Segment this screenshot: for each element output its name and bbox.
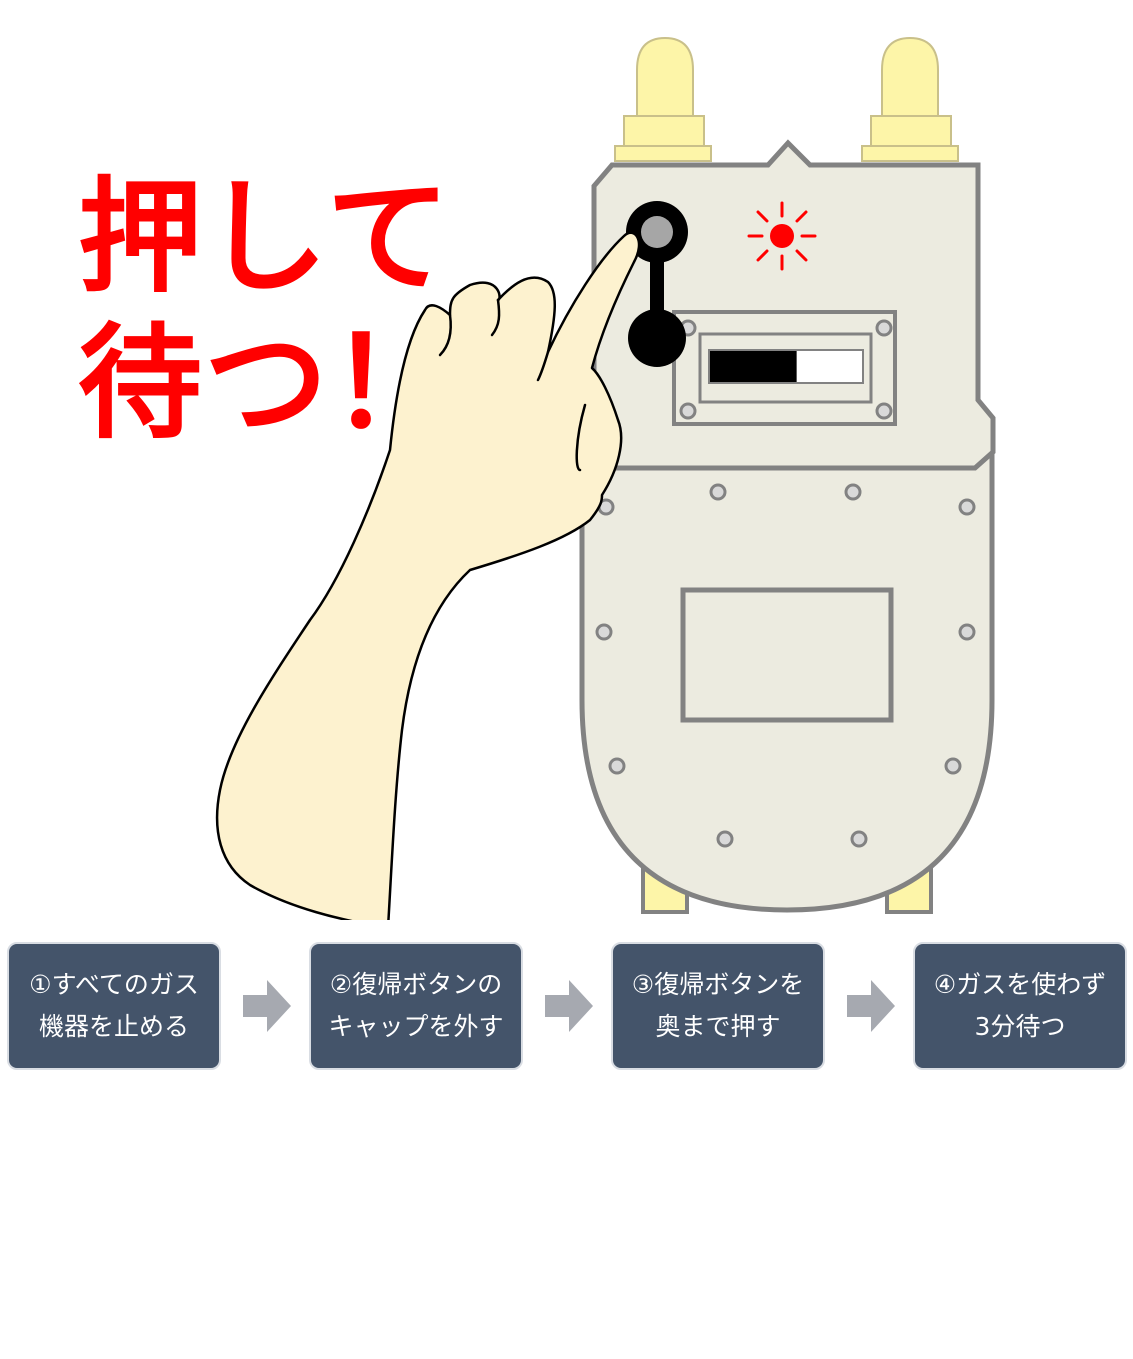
step-3-box: ③復帰ボタンを 奥まで押す: [611, 942, 825, 1070]
right-arrow-icon: [847, 980, 895, 1032]
step-1-line-2: 機器を止める: [38, 1012, 189, 1041]
step-2-box: ②復帰ボタンの キャップを外す: [309, 942, 523, 1070]
step-4-line-1: ④ガスを使わず: [933, 970, 1107, 999]
gas-meter-illustration: [215, 36, 996, 920]
step-2-line-2: キャップを外す: [328, 1012, 504, 1041]
step-3-line-1: ③復帰ボタンを: [631, 970, 805, 999]
left-pipe-connector: [614, 36, 712, 162]
finger-creases: [438, 298, 587, 472]
headline-line-1: 押して: [78, 166, 453, 310]
step-2-line-1: ②復帰ボタンの: [329, 970, 503, 999]
reset-button-cap: [628, 258, 686, 367]
reset-button: [626, 201, 688, 263]
right-arrow-icon: [545, 980, 593, 1032]
alarm-lamp-icon: [747, 201, 817, 271]
headline-line-2: 待つ！: [78, 312, 457, 456]
step-4-line-2: 3分待つ: [974, 1012, 1066, 1041]
step-3-line-2: 奥まで押す: [655, 1012, 781, 1041]
right-pipe-connector: [861, 36, 959, 162]
gauge-fill: [710, 351, 797, 382]
right-arrow-icon: [243, 980, 291, 1032]
step-4-box: ④ガスを使わず 3分待つ: [913, 942, 1127, 1070]
gauge: [708, 349, 864, 384]
nameplate-panel: [680, 587, 894, 723]
step-1-box: ①すべてのガス 機器を止める: [7, 942, 221, 1070]
pointing-hand-icon: [215, 231, 641, 920]
step-1-line-1: ①すべてのガス: [29, 970, 199, 999]
